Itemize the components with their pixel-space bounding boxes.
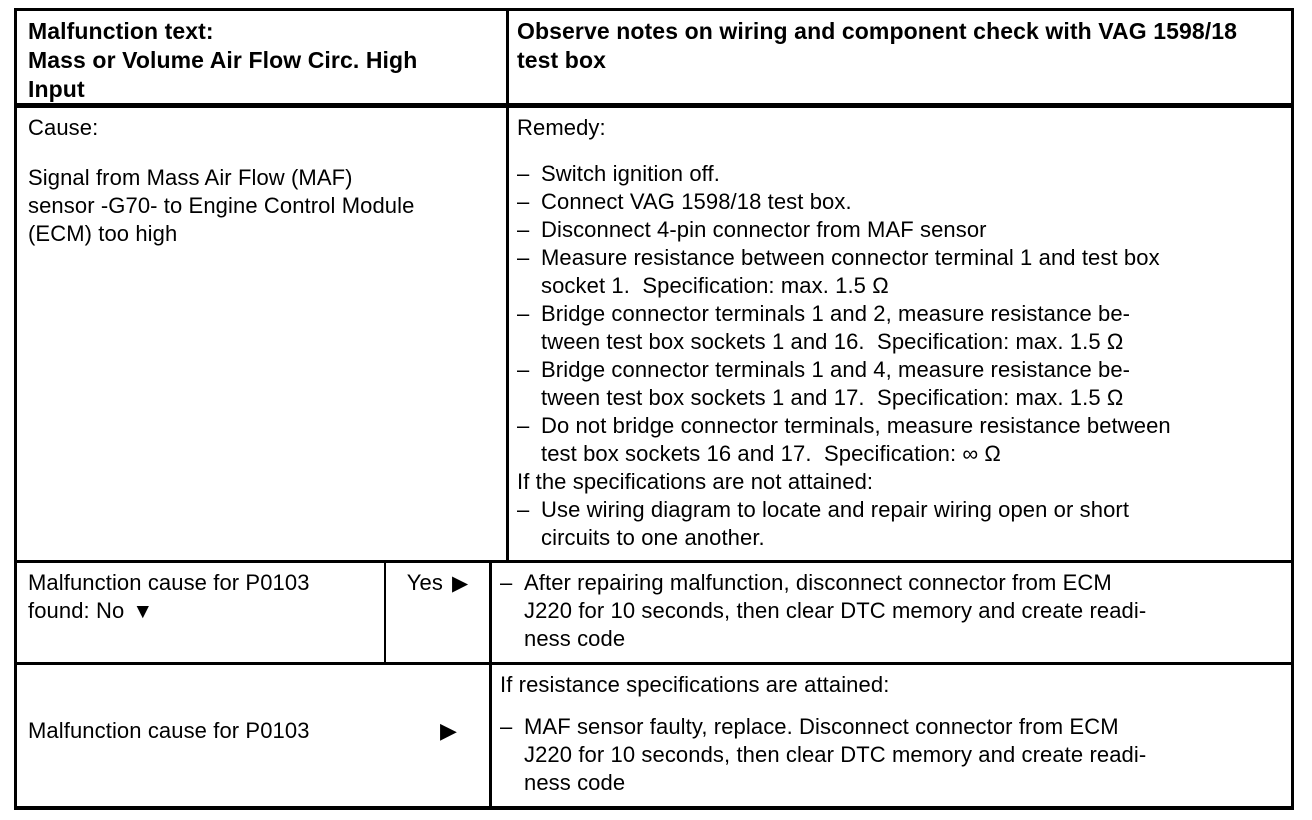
right-arrow-icon: ▶ bbox=[439, 717, 457, 743]
bullet-dash: – bbox=[517, 357, 530, 382]
bullet-dash: – bbox=[517, 497, 530, 522]
decision-question-cell: Malfunction cause for P0103 found: No▼ bbox=[17, 563, 386, 662]
remedy-step-text: Do not bridge connector terminals, measu… bbox=[541, 413, 1171, 466]
remedy-step: – After repairing malfunction, disconnec… bbox=[500, 569, 1285, 653]
remedy-step-text: Disconnect 4-pin connector from MAF sens… bbox=[541, 217, 987, 242]
final-remedy-cell: If resistance specifications are attaine… bbox=[492, 665, 1291, 806]
remedy-step: – Use wiring diagram to locate and repai… bbox=[517, 496, 1285, 552]
remedy-step-text: Measure resistance between connector ter… bbox=[541, 245, 1160, 298]
remedy-step: – MAF sensor faulty, replace. Disconnect… bbox=[500, 713, 1285, 797]
bullet-dash: – bbox=[517, 217, 530, 242]
bullet-dash: – bbox=[517, 301, 530, 326]
decision-yes-cell: Yes ▶ bbox=[386, 563, 489, 662]
note-text: Observe notes on wiring and component ch… bbox=[517, 18, 1238, 73]
bullet-dash: – bbox=[517, 245, 530, 270]
remedy-step: – Measure resistance between connector t… bbox=[517, 244, 1285, 300]
decision-question-line1: Malfunction cause for P0103 bbox=[28, 570, 310, 595]
remedy-cell: Remedy: – Switch ignition off. – Connect… bbox=[509, 108, 1291, 560]
bullet-dash: – bbox=[500, 714, 513, 739]
bullet-dash: – bbox=[500, 570, 513, 595]
cause-cell: Cause: Signal from Mass Air Flow (MAF) s… bbox=[17, 108, 509, 560]
final-question-label: Malfunction cause for P0103 bbox=[28, 717, 310, 743]
remedy-step: – Disconnect 4-pin connector from MAF se… bbox=[517, 216, 1285, 244]
remedy-step: – Switch ignition off. bbox=[517, 160, 1285, 188]
malfunction-text-label: Malfunction text: bbox=[28, 18, 214, 44]
remedy-step-text: Use wiring diagram to locate and repair … bbox=[541, 497, 1130, 550]
right-arrow-icon: ▶ bbox=[451, 572, 469, 595]
decision-left-cell: Malfunction cause for P0103 found: No▼ Y… bbox=[17, 563, 492, 662]
remedy-label: Remedy: bbox=[517, 115, 606, 140]
cause-label: Cause: bbox=[28, 115, 99, 140]
remedy-step: – Do not bridge connector terminals, mea… bbox=[517, 412, 1285, 468]
remedy-step-text: MAF sensor faulty, replace. Disconnect c… bbox=[524, 714, 1147, 795]
bullet-dash: – bbox=[517, 161, 530, 186]
bullet-dash: – bbox=[517, 413, 530, 438]
malfunction-text-cell: Malfunction text: Mass or Volume Air Flo… bbox=[17, 11, 509, 103]
remedy-step-text: Switch ignition off. bbox=[541, 161, 720, 186]
final-row: Malfunction cause for P0103 ▶ If resista… bbox=[17, 665, 1291, 806]
remedy-step-text: Bridge connector terminals 1 and 4, meas… bbox=[541, 357, 1131, 410]
note-cell: Observe notes on wiring and component ch… bbox=[509, 11, 1291, 103]
decision-question-line2: found: No▼ bbox=[28, 597, 378, 626]
attained-heading: If resistance specifications are attaine… bbox=[500, 672, 890, 697]
malfunction-text-value: Mass or Volume Air Flow Circ. High Input bbox=[28, 47, 418, 102]
remedy-step: – Connect VAG 1598/18 test box. bbox=[517, 188, 1285, 216]
remedy-step: – Bridge connector terminals 1 and 2, me… bbox=[517, 300, 1285, 356]
header-row: Malfunction text: Mass or Volume Air Flo… bbox=[17, 11, 1291, 108]
not-attained-heading: If the specifications are not attained: bbox=[517, 469, 874, 494]
final-left-cell: Malfunction cause for P0103 ▶ bbox=[17, 665, 492, 806]
cause-remedy-row: Cause: Signal from Mass Air Flow (MAF) s… bbox=[17, 108, 1291, 563]
remedy-step-text: After repairing malfunction, disconnect … bbox=[524, 570, 1147, 651]
diagnostic-table: Malfunction text: Mass or Volume Air Flo… bbox=[14, 8, 1294, 810]
remedy-step: – Bridge connector terminals 1 and 4, me… bbox=[517, 356, 1285, 412]
decision-remedy-cell: – After repairing malfunction, disconnec… bbox=[492, 563, 1291, 662]
yes-label: Yes bbox=[406, 570, 443, 595]
bullet-dash: – bbox=[517, 189, 530, 214]
remedy-step-text: Bridge connector terminals 1 and 2, meas… bbox=[541, 301, 1131, 354]
down-arrow-icon: ▼ bbox=[132, 600, 154, 623]
decision-row: Malfunction cause for P0103 found: No▼ Y… bbox=[17, 563, 1291, 665]
remedy-steps: – Switch ignition off. – Connect VAG 159… bbox=[517, 160, 1285, 468]
remedy-step-text: Connect VAG 1598/18 test box. bbox=[541, 189, 852, 214]
cause-text: Signal from Mass Air Flow (MAF) sensor -… bbox=[28, 165, 415, 246]
